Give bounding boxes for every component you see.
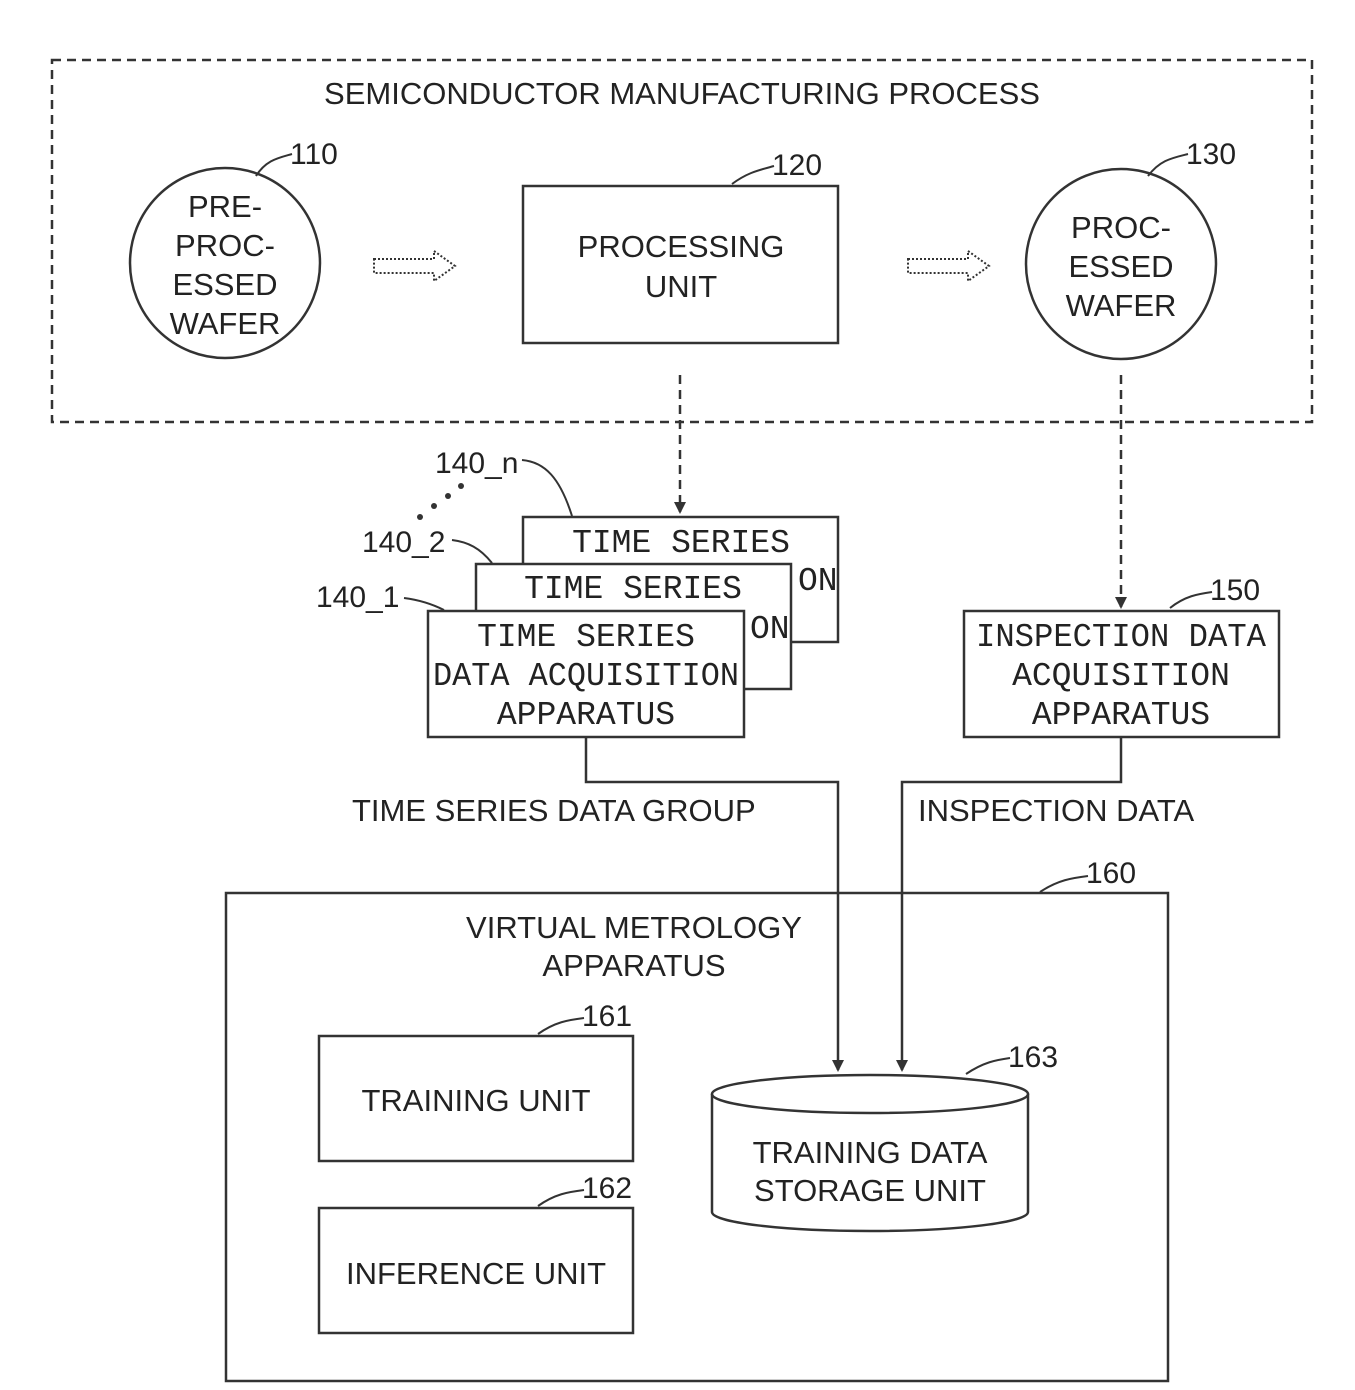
processed-wafer: PROC- ESSED WAFER <box>1026 169 1216 359</box>
ellipsis-dots <box>417 483 464 520</box>
hollow-arrow-2 <box>908 251 989 281</box>
process-title: SEMICONDUCTOR MANUFACTURING PROCESS <box>324 76 1040 111</box>
ref-120: 120 <box>772 149 822 182</box>
processed-wafer-line-2: ESSED <box>1068 249 1173 284</box>
ts-1-line-3: APPARATUS <box>497 697 675 734</box>
inspection-flow-line <box>902 737 1121 1070</box>
training-data-storage-unit: TRAINING DATA STORAGE UNIT <box>712 1075 1028 1231</box>
ts-n-suffix: ON <box>798 563 838 600</box>
vm-title-line-2: APPARATUS <box>542 948 725 983</box>
inspection-apparatus: INSPECTION DATA ACQUISITION APPARATUS <box>964 611 1279 737</box>
ts-apparatus-1: TIME SERIES DATA ACQUISITION APPARATUS <box>428 611 744 737</box>
ref-162: 162 <box>582 1172 632 1205</box>
pre-wafer-line-2: PROC- <box>175 228 275 263</box>
pre-wafer-line-3: ESSED <box>172 267 277 302</box>
ref-140-1: 140_1 <box>316 581 399 614</box>
inference-unit: INFERENCE UNIT <box>319 1208 633 1333</box>
ts-1-line-2: DATA ACQUISITION <box>433 658 739 695</box>
pre-wafer-line-4: WAFER <box>170 306 281 341</box>
pre-processed-wafer: PRE- PROC- ESSED WAFER <box>130 168 320 358</box>
ref-161: 161 <box>582 1000 632 1033</box>
storage-line-2: STORAGE UNIT <box>754 1173 986 1208</box>
ref-163: 163 <box>1008 1041 1058 1074</box>
inspection-line-2: ACQUISITION <box>1012 658 1230 695</box>
processing-unit-line-1: PROCESSING <box>578 229 785 264</box>
ref-150: 150 <box>1210 574 1260 607</box>
ref-110: 110 <box>290 138 338 171</box>
ref-130: 130 <box>1186 138 1236 171</box>
training-unit-label: TRAINING UNIT <box>361 1083 590 1118</box>
processing-unit-line-2: UNIT <box>645 269 717 304</box>
inspection-data-label: INSPECTION DATA <box>918 793 1194 828</box>
inference-unit-label: INFERENCE UNIT <box>346 1256 606 1291</box>
hollow-arrow-1 <box>374 251 455 281</box>
ts-2-title: TIME SERIES <box>524 571 742 608</box>
ref-160: 160 <box>1086 857 1136 890</box>
vm-title-line-1: VIRTUAL METROLOGY <box>466 910 802 945</box>
ref-140-n: 140_n <box>435 447 518 480</box>
ref-140-2: 140_2 <box>362 526 445 559</box>
ts-2-suffix: ON <box>750 611 790 648</box>
ts-group-label: TIME SERIES DATA GROUP <box>352 793 756 828</box>
pre-wafer-line-1: PRE- <box>188 189 262 224</box>
processed-wafer-line-3: WAFER <box>1066 288 1177 323</box>
processing-unit: PROCESSING UNIT <box>523 186 838 343</box>
inspection-line-1: INSPECTION DATA <box>976 619 1266 656</box>
storage-line-1: TRAINING DATA <box>753 1135 988 1170</box>
ts-n-title: TIME SERIES <box>572 525 790 562</box>
ts-1-line-1: TIME SERIES <box>477 619 695 656</box>
inspection-line-3: APPARATUS <box>1032 697 1210 734</box>
processed-wafer-line-1: PROC- <box>1071 210 1171 245</box>
training-unit: TRAINING UNIT <box>319 1036 633 1161</box>
